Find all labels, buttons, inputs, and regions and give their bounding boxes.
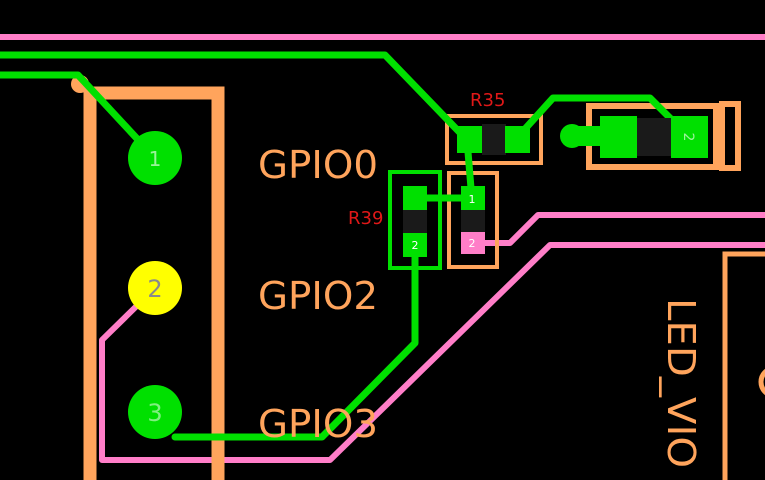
header-pad-3[interactable] [128,385,182,439]
top-trace-gpio0-main [0,51,471,144]
r39-pad-2-number: 2 [412,239,419,252]
r35-pad-2[interactable] [505,126,530,153]
small-res-pad-1-number: 1 [469,193,476,206]
small-res-pad-1[interactable] [461,186,485,210]
r35-body [482,124,506,155]
r35: R35 [457,90,530,155]
header-labels: GPIO0 GPIO2 GPIO3 [258,143,378,446]
led-body [637,118,671,156]
gpio2-label: GPIO2 [258,274,378,318]
led-pad-2-number: 2 [680,133,696,142]
header-pad-2[interactable] [128,261,182,315]
led-vio-outline [722,251,765,480]
r35-pad-1[interactable] [457,126,482,153]
header-pad-1-number: 1 [149,147,162,171]
header-outline [83,86,225,480]
r39-body [403,210,427,233]
r39: 2 R39 [348,186,427,257]
small-res-pad-2[interactable] [461,232,485,254]
header-pad-1[interactable] [128,131,182,185]
led-pad-1[interactable] [600,116,637,158]
gpio0-label: GPIO0 [258,143,378,187]
small-res-body [461,210,485,232]
header-pads: 1 2 3 [128,131,182,439]
r35-r39-bridge-part: 1 2 [461,186,485,254]
top-trace-gpio0-header [0,71,159,162]
r39-ref: R39 [348,208,383,229]
led-outline-tab [719,101,741,171]
r35-ref: R35 [470,90,505,111]
led: 2 [560,116,708,158]
small-res-pad-2-number: 2 [469,237,476,250]
gpio3-label: GPIO3 [258,402,378,446]
led-vio-label: LED_VIO [659,298,703,468]
r39-pad-1[interactable] [403,186,427,210]
right-edge-pad-partial [758,368,765,396]
bottom-trace-r35-pad2 [469,212,765,246]
header-pad-3-number: 3 [147,399,162,427]
led-polarity-bar [572,126,600,146]
r35-outline [445,114,543,165]
led-pad-2[interactable] [671,116,708,158]
r39-pad-2[interactable] [403,233,427,257]
r39-selection-outline [388,170,442,270]
header-pad-2-number: 2 [147,275,162,303]
top-trace-gpio3 [171,239,419,441]
